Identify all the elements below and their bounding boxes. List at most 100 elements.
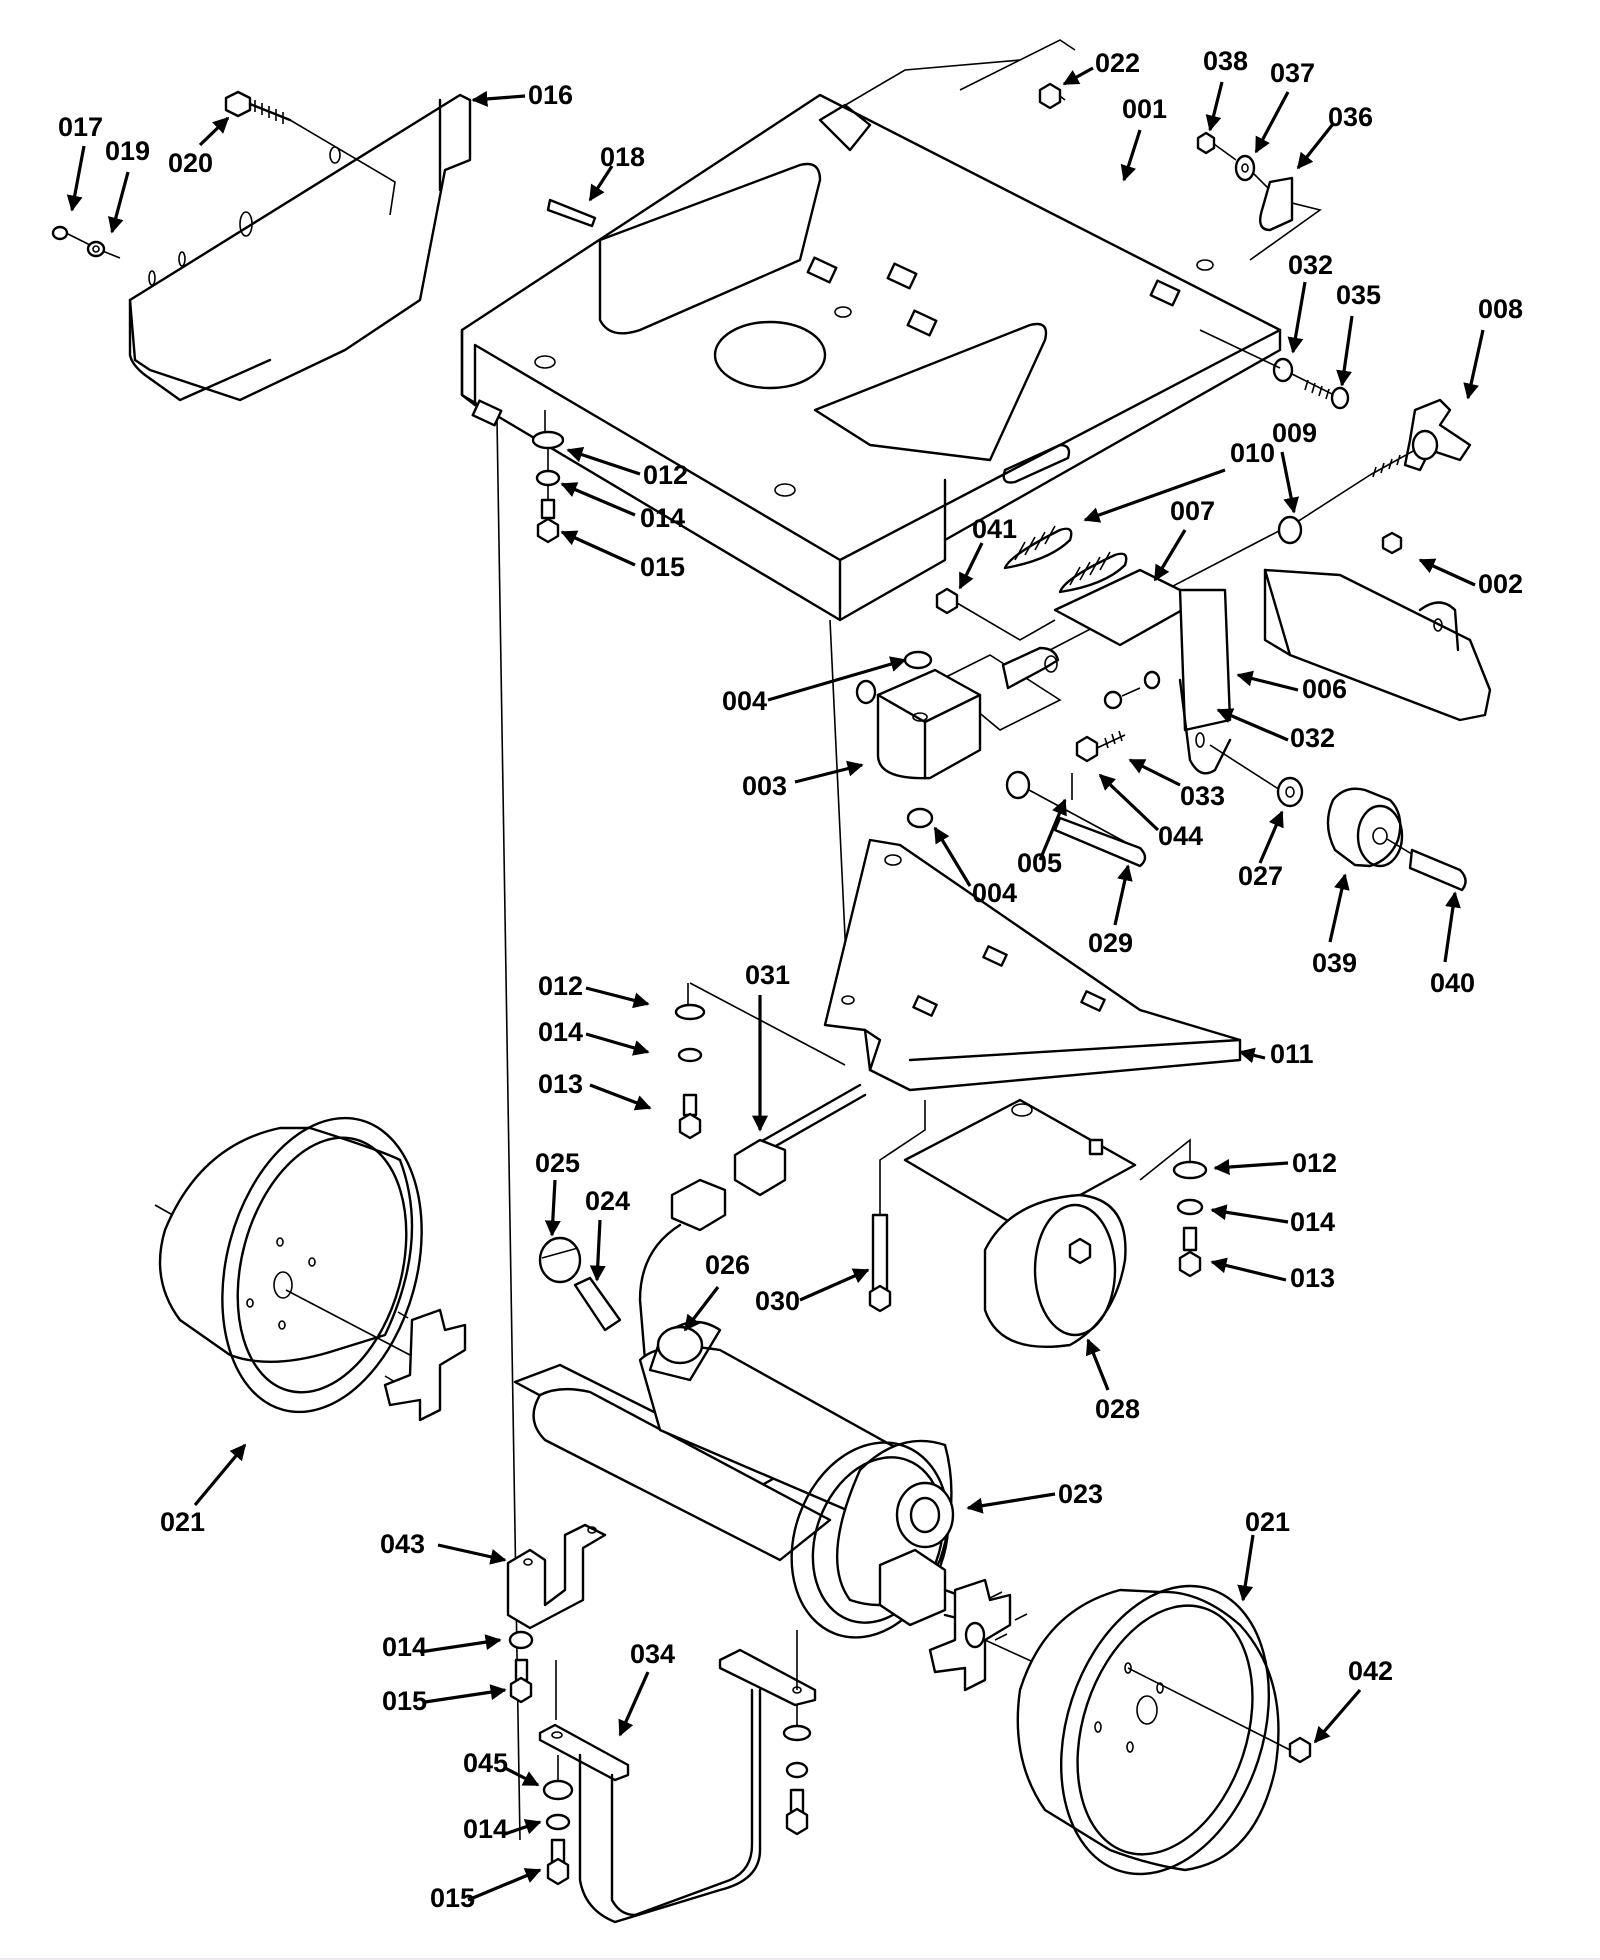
callout-arrow-icon bbox=[1418, 558, 1476, 587]
callout-arrow-icon bbox=[560, 482, 636, 517]
screw-017-icon bbox=[51, 225, 121, 259]
callout-arrow-icon bbox=[544, 1179, 561, 1237]
wheel-right-021-icon bbox=[1016, 1584, 1312, 1876]
wire-connector-031-icon bbox=[638, 1083, 867, 1362]
part-number-label: 034 bbox=[630, 1639, 675, 1669]
callout-015: 015 bbox=[560, 530, 685, 582]
callout-012: 012 bbox=[538, 971, 650, 1009]
callout-014: 014 bbox=[382, 1632, 502, 1662]
caster-mount-bracket-011-icon bbox=[823, 838, 1242, 1092]
callout-arrow-icon bbox=[683, 1286, 720, 1332]
callout-008: 008 bbox=[1463, 294, 1523, 400]
callout-arrow-icon bbox=[437, 1543, 507, 1565]
part-number-label: 001 bbox=[1122, 94, 1167, 124]
callout-032: 032 bbox=[1216, 708, 1335, 753]
part-number-label: 020 bbox=[168, 148, 213, 178]
callout-arrow-icon bbox=[1213, 1159, 1289, 1175]
callout-arrow-icon bbox=[1258, 810, 1284, 864]
callout-arrow-icon bbox=[966, 1492, 1056, 1514]
part-number-label: 041 bbox=[972, 514, 1017, 544]
hub-plate-right-icon bbox=[928, 1578, 1056, 1692]
part-number-label: 018 bbox=[600, 142, 645, 172]
callout-021: 021 bbox=[1237, 1507, 1290, 1602]
callout-arrow-icon bbox=[424, 1684, 507, 1704]
part-number-label: 043 bbox=[380, 1529, 425, 1559]
callout-007: 007 bbox=[1153, 496, 1215, 582]
callout-arrow-icon bbox=[1128, 758, 1181, 787]
part-number-label: 024 bbox=[585, 1186, 630, 1216]
callout-014: 014 bbox=[538, 1017, 650, 1056]
part-number-label: 031 bbox=[745, 960, 790, 990]
callout-arrow-icon bbox=[589, 1083, 652, 1111]
motor-gearbox-023-icon bbox=[513, 1320, 992, 1639]
part-number-label: 013 bbox=[538, 1069, 583, 1099]
callout-022: 022 bbox=[1062, 48, 1140, 86]
part-number-label: 037 bbox=[1270, 58, 1315, 88]
callout-arrow-icon bbox=[1296, 123, 1335, 170]
motor-mount-bracket-043-icon bbox=[506, 1523, 607, 1704]
callout-arrow-icon bbox=[560, 530, 636, 567]
callout-036: 036 bbox=[1296, 102, 1373, 170]
part-number-label: 035 bbox=[1336, 280, 1381, 310]
callout-024: 024 bbox=[585, 1186, 630, 1282]
part-number-label: 014 bbox=[382, 1632, 427, 1662]
callout-029: 029 bbox=[1088, 864, 1133, 958]
callout-arrow-icon bbox=[198, 116, 230, 147]
part-number-label: 002 bbox=[1478, 569, 1523, 599]
part-number-label: 005 bbox=[1017, 848, 1062, 878]
callout-025: 025 bbox=[535, 1148, 580, 1237]
callout-arrow-icon bbox=[1113, 864, 1133, 926]
part-number-label: 045 bbox=[463, 1748, 508, 1778]
callout-042: 042 bbox=[1313, 1656, 1393, 1744]
part-number-label: 014 bbox=[538, 1017, 583, 1047]
callout-arrow-icon bbox=[419, 1634, 502, 1654]
wheel-left-021-icon bbox=[154, 1116, 423, 1414]
callout-044: 044 bbox=[1098, 773, 1203, 851]
callout-arrow-icon bbox=[933, 826, 972, 887]
callout-arrow-icon bbox=[1254, 91, 1290, 154]
callout-038: 038 bbox=[1203, 46, 1248, 132]
callout-011: 011 bbox=[1238, 1039, 1314, 1069]
callout-021: 021 bbox=[160, 1443, 247, 1537]
callout-004: 004 bbox=[933, 826, 1017, 908]
assembly-line bbox=[829, 619, 849, 1001]
callout-arrow-icon bbox=[794, 760, 864, 784]
handle-bracket-006-icon bbox=[1263, 531, 1492, 722]
callout-arrow-icon bbox=[1238, 1047, 1266, 1064]
callout-arrow-icon bbox=[1313, 1688, 1362, 1744]
callout-arrow-icon bbox=[1280, 451, 1300, 514]
callout-004: 004 bbox=[722, 656, 907, 716]
callout-arrow-icon bbox=[1237, 1534, 1255, 1602]
callout-039: 039 bbox=[1312, 873, 1357, 978]
callout-034: 034 bbox=[618, 1639, 675, 1737]
callout-arrow-icon bbox=[1236, 670, 1299, 692]
part-number-label: 015 bbox=[640, 552, 685, 582]
callout-032: 032 bbox=[1287, 250, 1333, 354]
callout-010: 010 bbox=[1083, 438, 1275, 523]
callout-arrow-icon bbox=[799, 1268, 870, 1302]
part-number-label: 008 bbox=[1478, 294, 1523, 324]
callout-arrow-icon bbox=[1120, 129, 1142, 182]
part-number-label: 022 bbox=[1095, 48, 1140, 78]
callout-arrow-icon bbox=[1153, 529, 1187, 582]
callout-arrow-icon bbox=[585, 986, 650, 1009]
bottom-border bbox=[0, 1958, 1600, 1960]
callout-037: 037 bbox=[1254, 58, 1315, 154]
caster-wheel-028-icon bbox=[903, 1098, 1137, 1349]
part-number-label: 021 bbox=[1245, 1507, 1290, 1537]
callout-arrow-icon bbox=[585, 1032, 650, 1056]
callout-arrow-icon bbox=[193, 1443, 247, 1507]
callout-arrow-icon bbox=[1463, 329, 1485, 400]
callout-030: 030 bbox=[755, 1268, 870, 1316]
part-number-label: 033 bbox=[1180, 781, 1225, 811]
callout-033: 033 bbox=[1128, 758, 1225, 811]
part-number-label: 038 bbox=[1203, 46, 1248, 76]
part-number-label: 012 bbox=[538, 971, 583, 1001]
part-number-label: 010 bbox=[1230, 438, 1275, 468]
callout-arrow-icon bbox=[958, 542, 984, 590]
main-chassis-plate bbox=[460, 39, 1282, 622]
callout-arrow-icon bbox=[1210, 1257, 1287, 1282]
washer-stack-upper-icon bbox=[531, 430, 565, 544]
callout-026: 026 bbox=[683, 1250, 750, 1332]
